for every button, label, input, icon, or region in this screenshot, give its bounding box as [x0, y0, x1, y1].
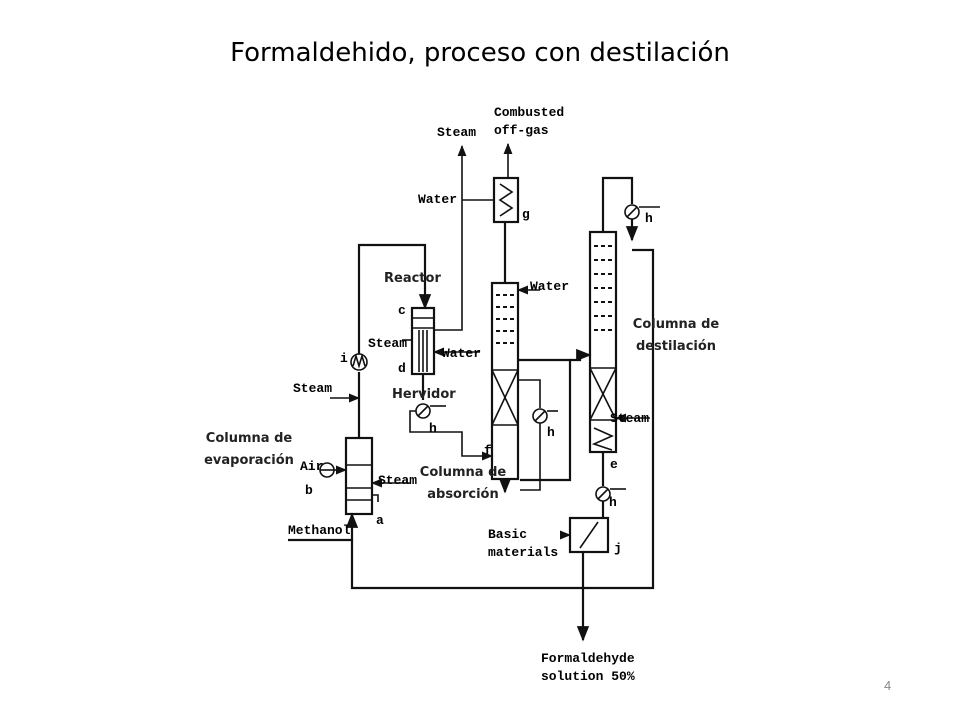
abs-to-dist-line — [570, 348, 592, 362]
letter-f: f — [484, 443, 492, 458]
hervidor-annotation: Hervidor — [392, 387, 456, 402]
reactor-annotation: Reactor — [384, 271, 441, 286]
letter-h2: h — [547, 425, 555, 440]
abs-recirc-top — [518, 379, 541, 408]
combusted-label-1: Combusted — [494, 105, 564, 120]
water-g-label: Water — [418, 192, 457, 207]
abs-recirc-bottom — [520, 423, 541, 491]
letter-d: d — [398, 361, 406, 376]
dist-overhead-line — [601, 176, 634, 232]
letter-j: j — [614, 541, 622, 556]
product-label-1: Formaldehyde — [541, 651, 635, 666]
reactor-steam-out — [434, 152, 463, 331]
dest-annotation-1: Columna de — [633, 317, 720, 332]
mixer-j — [568, 516, 610, 554]
letter-c: c — [398, 303, 406, 318]
slide-title: Formaldehido, proceso con destilación — [230, 38, 730, 68]
page-number: 4 — [884, 678, 892, 693]
dest-annotation-2: destilación — [636, 339, 716, 354]
steam-reactor-label: Steam — [368, 336, 407, 351]
letter-h4: h — [609, 495, 617, 510]
water-reactor-label: Water — [442, 346, 481, 361]
air-label: Air — [300, 459, 323, 474]
cooler-h2 — [532, 408, 558, 424]
methanol-label: Methanol — [288, 523, 351, 538]
evap-condensate-line — [372, 494, 379, 502]
cooler-h1 — [409, 403, 494, 461]
evap-annotation-1: Columna de — [206, 431, 293, 446]
steam-top-label: Steam — [437, 125, 476, 140]
absorption-column — [490, 281, 520, 481]
letter-h1: h — [429, 421, 437, 436]
methanol-recycle-line — [350, 248, 655, 590]
evaporation-column — [344, 436, 374, 516]
letter-b: b — [305, 483, 313, 498]
letter-i: i — [340, 351, 348, 366]
offgas-combustor-g — [492, 176, 520, 224]
basic-label-2: materials — [488, 545, 558, 560]
reactor-feed-line — [357, 243, 432, 354]
letter-e: e — [610, 457, 618, 472]
letter-a: a — [376, 513, 384, 528]
letter-h3: h — [645, 211, 653, 226]
abs-to-dist-lower — [518, 358, 572, 482]
superheater-i — [350, 353, 368, 371]
abs-annotation-2: absorción — [427, 487, 499, 502]
evap-annotation-2: evaporación — [204, 453, 294, 468]
steam-dist-label: Steam — [610, 411, 649, 426]
steam-evap-label: Steam — [378, 473, 417, 488]
product-label-2: solution 50% — [541, 669, 635, 684]
condenser-h3 — [624, 204, 660, 220]
combusted-label-2: off-gas — [494, 123, 549, 138]
steam-left-label: Steam — [293, 381, 332, 396]
abs-annotation-1: Columna de — [420, 465, 507, 480]
reactor-vessel — [410, 306, 436, 376]
basic-label-1: Basic — [488, 527, 527, 542]
air-blower — [319, 462, 348, 478]
letter-g: g — [522, 207, 530, 222]
water-abs-label: Water — [530, 279, 569, 294]
